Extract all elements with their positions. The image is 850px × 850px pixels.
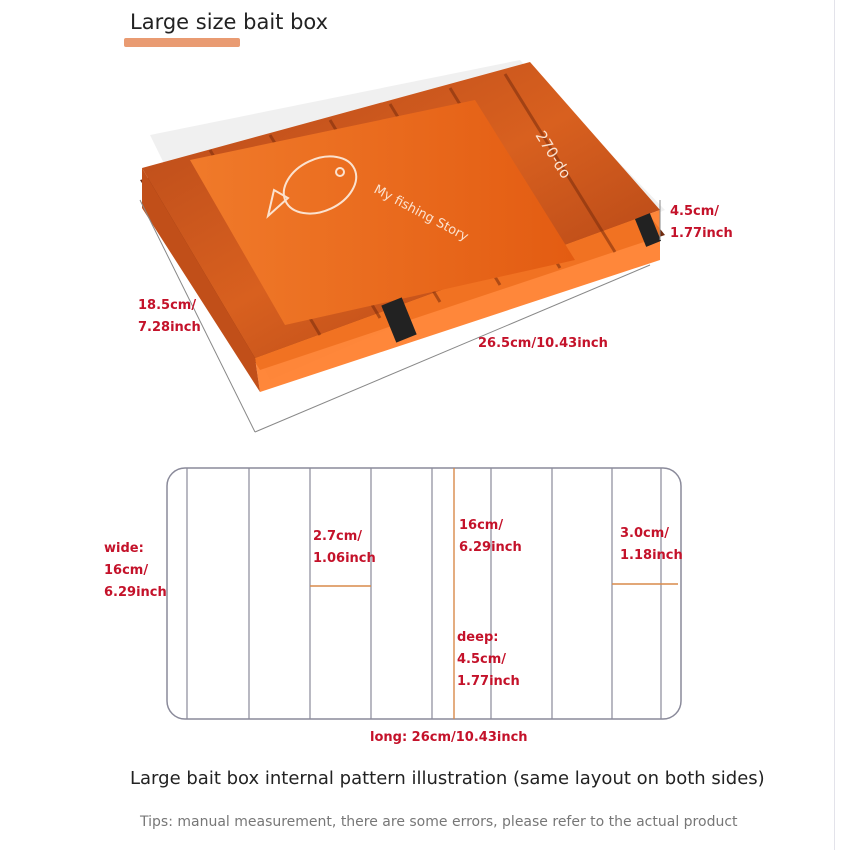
height-inch: 1.77inch bbox=[670, 226, 733, 241]
slot2-cm: 16cm/ bbox=[459, 518, 504, 533]
long-dimension: long: 26cm/10.43inch bbox=[370, 730, 528, 745]
slot-length: 16cm/ 6.29inch bbox=[459, 515, 522, 559]
width-inch: 7.28inch bbox=[138, 320, 201, 335]
diagram-caption: Large bait box internal pattern illustra… bbox=[130, 768, 765, 789]
slot2-inch: 6.29inch bbox=[459, 540, 522, 555]
wide-cm: 16cm/ bbox=[104, 563, 149, 578]
width-dimension: 18.5cm/ 7.28inch bbox=[138, 295, 201, 339]
width-cm: 18.5cm/ bbox=[138, 298, 197, 313]
wide-inch: 6.29inch bbox=[104, 585, 167, 600]
slot1-inch: 1.06inch bbox=[313, 551, 376, 566]
deep-dimension: deep: 4.5cm/ 1.77inch bbox=[457, 627, 520, 693]
slot3-inch: 1.18inch bbox=[620, 548, 683, 563]
wide-title: wide: bbox=[104, 541, 144, 556]
bait-box-image: My fishing Story 270-do bbox=[139, 60, 665, 433]
right-border-line bbox=[834, 0, 835, 850]
product-label bbox=[190, 100, 575, 325]
slot3-cm: 3.0cm/ bbox=[620, 526, 670, 541]
tips-note: Tips: manual measurement, there are some… bbox=[140, 814, 738, 830]
length-dimension: 26.5cm/10.43inch bbox=[478, 336, 608, 351]
height-cm: 4.5cm/ bbox=[670, 204, 720, 219]
compartment-dividers bbox=[186, 468, 662, 719]
diagram-outline bbox=[166, 467, 682, 720]
wide-dimension: wide: 16cm/ 6.29inch bbox=[104, 538, 167, 604]
page-title: Large size bait box bbox=[130, 10, 329, 34]
slot-width-large: 3.0cm/ 1.18inch bbox=[620, 523, 683, 567]
height-dimension: 4.5cm/ 1.77inch bbox=[670, 201, 733, 245]
title-underline-bar bbox=[124, 38, 240, 47]
internal-layout-diagram bbox=[166, 467, 682, 720]
deep-title: deep: bbox=[457, 630, 499, 645]
deep-cm: 4.5cm/ bbox=[457, 652, 507, 667]
slot1-cm: 2.7cm/ bbox=[313, 529, 363, 544]
latch-right bbox=[634, 213, 662, 247]
latch bbox=[381, 297, 417, 343]
deep-inch: 1.77inch bbox=[457, 674, 520, 689]
slot-width-small: 2.7cm/ 1.06inch bbox=[313, 526, 376, 570]
fish-illustration-icon bbox=[266, 155, 358, 219]
